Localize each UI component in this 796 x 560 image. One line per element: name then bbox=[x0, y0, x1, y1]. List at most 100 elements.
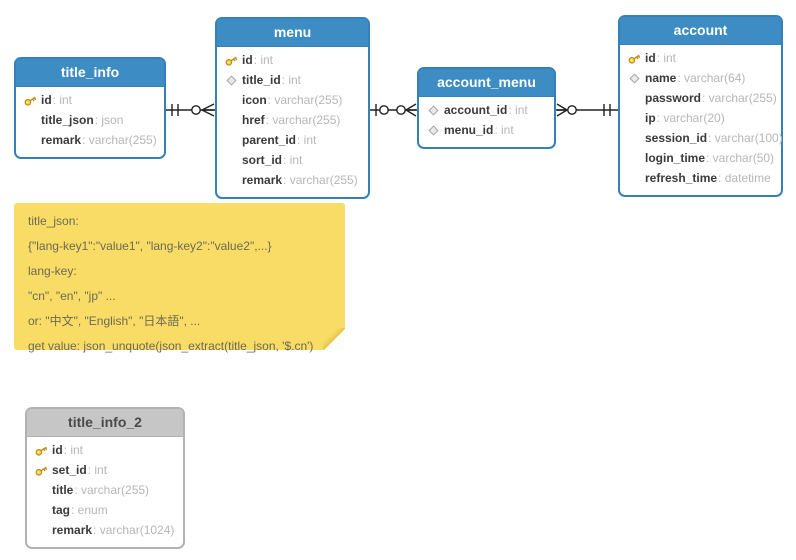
column-type: : int bbox=[656, 51, 677, 65]
column-type: : varchar(50) bbox=[706, 151, 775, 165]
column-icon-placeholder bbox=[223, 153, 239, 167]
table-column-row[interactable]: id: int bbox=[626, 48, 777, 68]
table-column-row[interactable]: id: int bbox=[22, 90, 160, 110]
table-column-row[interactable]: id: int bbox=[33, 440, 179, 460]
column-icon-placeholder bbox=[22, 133, 38, 147]
table-title: account bbox=[673, 22, 728, 38]
column-icon-placeholder bbox=[33, 483, 49, 497]
column-diamond-icon bbox=[425, 123, 441, 137]
primary-key-icon bbox=[33, 443, 49, 457]
column-name: account_id bbox=[444, 103, 508, 117]
column-type: : json bbox=[94, 113, 124, 127]
column-name: id bbox=[645, 51, 656, 65]
column-icon-placeholder bbox=[223, 133, 239, 147]
column-name: parent_id bbox=[242, 133, 297, 147]
relationship-title_info-menu[interactable] bbox=[166, 103, 215, 117]
column-name: title_json bbox=[41, 113, 94, 127]
column-type: : int bbox=[508, 103, 528, 117]
column-name: title_id bbox=[242, 73, 281, 87]
column-type: : varchar(1024) bbox=[93, 523, 175, 537]
primary-key-icon bbox=[223, 53, 239, 67]
table-title: title_info_2 bbox=[68, 414, 142, 430]
table-header-title_info[interactable]: title_info bbox=[16, 59, 164, 87]
column-icon-placeholder bbox=[33, 523, 49, 537]
table-column-row[interactable]: login_time: varchar(50) bbox=[626, 148, 777, 168]
table-column-row[interactable]: sort_id: int bbox=[223, 150, 364, 170]
table-title: title_info bbox=[60, 64, 120, 80]
column-diamond-icon bbox=[425, 103, 441, 117]
table-title: account_menu bbox=[437, 74, 536, 90]
column-name: id bbox=[52, 443, 63, 457]
column-type: : int bbox=[87, 463, 108, 477]
column-diamond-icon bbox=[223, 73, 239, 87]
primary-key-icon bbox=[22, 93, 38, 107]
column-type: : int bbox=[283, 153, 303, 167]
table-column-row[interactable]: refresh_time: datetime bbox=[626, 168, 777, 188]
column-name: href bbox=[242, 113, 265, 127]
table-column-row[interactable]: remark: varchar(1024) bbox=[33, 520, 179, 540]
table-column-row[interactable]: ip: varchar(20) bbox=[626, 108, 777, 128]
table-column-row[interactable]: menu_id: int bbox=[425, 120, 550, 140]
column-name: login_time bbox=[645, 151, 706, 165]
table-header-menu[interactable]: menu bbox=[217, 19, 368, 47]
column-type: : varchar(255) bbox=[283, 173, 358, 187]
table-header-account_menu[interactable]: account_menu bbox=[419, 69, 554, 97]
table-column-row[interactable]: set_id: int bbox=[33, 460, 179, 480]
column-diamond-icon bbox=[626, 71, 642, 85]
table-column-row[interactable]: name: varchar(64) bbox=[626, 68, 777, 88]
table-column-row[interactable]: title: varchar(255) bbox=[33, 480, 179, 500]
column-type: : enum bbox=[71, 503, 108, 517]
column-name: tag bbox=[52, 503, 70, 517]
table-column-row[interactable]: password: varchar(255) bbox=[626, 88, 777, 108]
column-type: : datetime bbox=[718, 171, 771, 185]
column-type: : int bbox=[297, 133, 317, 147]
column-icon-placeholder bbox=[626, 91, 642, 105]
table-column-row[interactable]: tag: enum bbox=[33, 500, 179, 520]
table-column-row[interactable]: href: varchar(255) bbox=[223, 110, 364, 130]
table-column-row[interactable]: remark: varchar(255) bbox=[223, 170, 364, 190]
column-name: password bbox=[645, 91, 702, 105]
column-type: : varchar(255) bbox=[74, 483, 150, 497]
column-type: : varchar(64) bbox=[677, 71, 746, 85]
column-name: remark bbox=[41, 133, 82, 147]
column-type: : varchar(255) bbox=[702, 91, 777, 105]
table-column-row[interactable]: title_json: json bbox=[22, 110, 160, 130]
column-name: session_id bbox=[645, 131, 708, 145]
table-title: menu bbox=[273, 24, 312, 40]
table-header-title_info_2[interactable]: title_info_2 bbox=[27, 409, 183, 437]
table-column-row[interactable]: remark: varchar(255) bbox=[22, 130, 160, 150]
column-type: : varchar(255) bbox=[82, 133, 157, 147]
column-type: : varchar(255) bbox=[265, 113, 341, 127]
table-header-account[interactable]: account bbox=[620, 17, 781, 45]
sticky-note[interactable]: title_json:{"lang-key1":"value1", "lang-… bbox=[14, 203, 345, 353]
column-type: : varchar(100) bbox=[708, 131, 783, 145]
column-icon-placeholder bbox=[22, 113, 38, 127]
table-column-row[interactable]: icon: varchar(255) bbox=[223, 90, 364, 110]
relationship-menu-account_menu[interactable] bbox=[370, 103, 417, 117]
table-column-row[interactable]: id: int bbox=[223, 50, 364, 70]
primary-key-icon bbox=[33, 463, 49, 477]
column-icon-placeholder bbox=[33, 503, 49, 517]
column-type: : varchar(255) bbox=[267, 93, 343, 107]
column-icon-placeholder bbox=[626, 111, 642, 125]
column-name: title bbox=[52, 483, 74, 497]
column-name: sort_id bbox=[242, 153, 283, 167]
table-column-row[interactable]: account_id: int bbox=[425, 100, 550, 120]
note-line: {"lang-key1":"value1", "lang-key2":"valu… bbox=[28, 239, 272, 253]
table-column-row[interactable]: parent_id: int bbox=[223, 130, 364, 150]
column-type: : int bbox=[253, 53, 274, 67]
table-column-row[interactable]: title_id: int bbox=[223, 70, 364, 90]
table-column-row[interactable]: session_id: varchar(100) bbox=[626, 128, 783, 148]
relationship-account_menu-account[interactable] bbox=[556, 103, 618, 117]
column-icon-placeholder bbox=[626, 131, 642, 145]
column-icon-placeholder bbox=[626, 171, 642, 185]
column-name: remark bbox=[242, 173, 283, 187]
